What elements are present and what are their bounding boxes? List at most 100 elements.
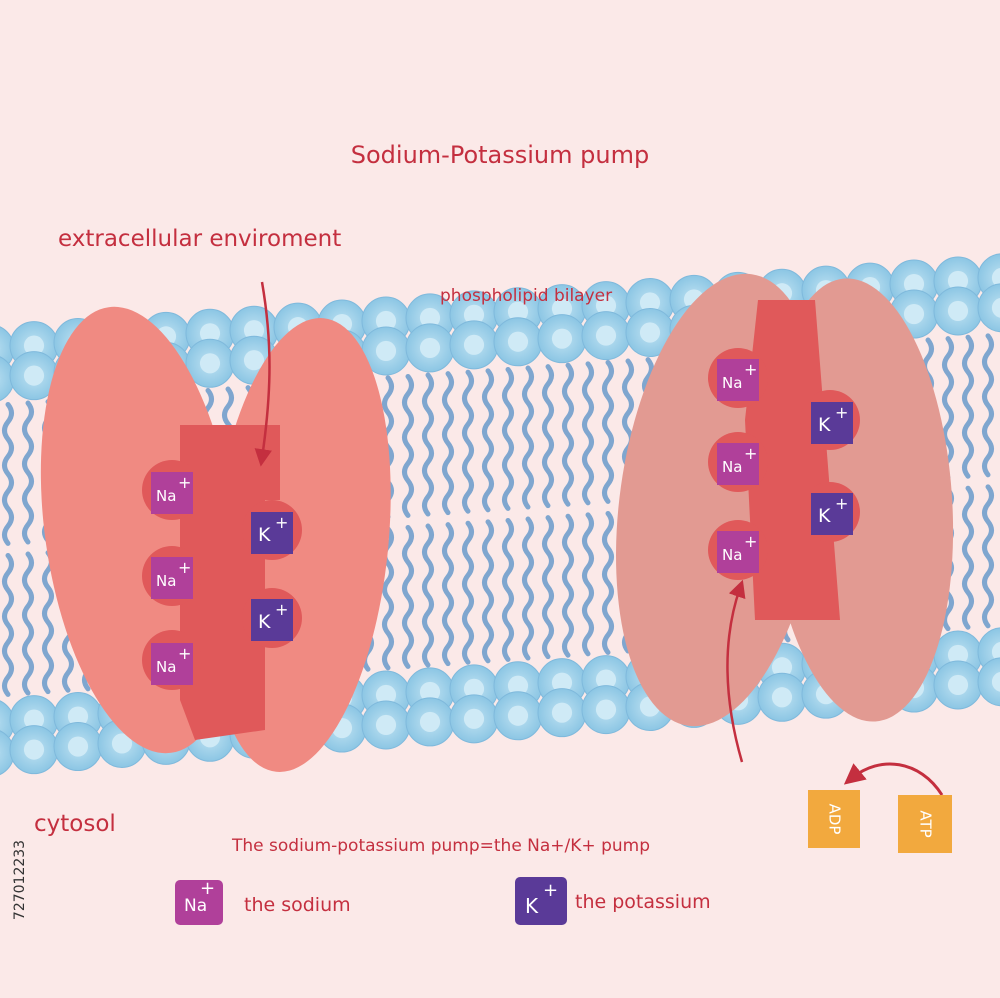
potassium-ion-symbol: K (818, 414, 831, 436)
sodium-ion-box (151, 557, 193, 599)
lipid-tail (22, 400, 34, 545)
extracellular-label: extracellular enviroment (58, 226, 341, 252)
lipid-head-highlight (375, 684, 397, 706)
sodium-ion-marker: Na+ (151, 557, 193, 599)
sodium-ion-box (151, 472, 193, 514)
lipid-head-highlight (463, 304, 485, 325)
sodium-swatch (175, 880, 223, 925)
potassium-ion-marker: K+ (251, 599, 293, 641)
bilayer-label: phospholipid bilayer (440, 286, 612, 306)
lipid-tail (962, 485, 974, 630)
cytosol-label: cytosol (34, 811, 116, 837)
lipid-tail (602, 359, 614, 504)
sodium-ion-box (717, 443, 759, 485)
lipid-head-highlight (419, 681, 441, 702)
lipid-head-highlight (947, 300, 969, 322)
lipid-head-highlight (463, 334, 485, 355)
lipid-head-highlight (991, 297, 1000, 318)
lipid-head-highlight (507, 331, 529, 352)
lipid-head-highlight (375, 310, 397, 332)
lipid-head-highlight (507, 675, 529, 696)
potassium-ion-box (811, 493, 853, 535)
adp-tag: ADP (808, 790, 860, 848)
lipid-tail (22, 551, 34, 696)
legend-sodium-label: the sodium (244, 894, 351, 916)
sodium-ion-symbol: Na (156, 487, 176, 505)
atp-tag: ATP (898, 795, 952, 853)
lipid-tail (542, 515, 554, 660)
lipid-tail (582, 361, 594, 506)
legend-sodium: Na + the sodium (175, 878, 351, 925)
lipid-tail (582, 512, 594, 657)
sodium-ion-charge: + (178, 558, 191, 577)
lipid-head-highlight (243, 320, 265, 341)
potassium-ion-charge: + (275, 513, 288, 532)
lipid-head-highlight (947, 674, 969, 696)
lipid-tail (502, 366, 514, 511)
lipid-head-highlight (595, 699, 617, 720)
sodium-ion-symbol: Na (722, 546, 742, 564)
sodium-ion-marker: Na+ (717, 531, 759, 573)
lipid-head-highlight (595, 325, 617, 346)
sodium-ion-box (717, 359, 759, 401)
lipid-head-highlight (771, 687, 793, 708)
arrow-cytosol-in (726, 579, 746, 763)
lipid-head-highlight (947, 270, 969, 292)
potassium-ion-box (251, 599, 293, 641)
potassium-ion-symbol: K (258, 611, 271, 633)
lipid-head-highlight (243, 350, 265, 371)
lipid-head-highlight (419, 307, 441, 328)
lipid-head-highlight (67, 736, 89, 757)
lipid-head-highlight (419, 337, 441, 358)
lipid-head-highlight (903, 273, 925, 295)
lipid-head-highlight (507, 705, 529, 726)
potassium-ion-charge: + (275, 600, 288, 619)
lipid-head (977, 283, 1000, 333)
potassium-swatch (515, 877, 567, 925)
diagram-title: Sodium-Potassium pump (351, 141, 649, 169)
lipid-tail (402, 524, 414, 669)
potassium-ion-marker: K+ (811, 493, 853, 535)
lipid-head-highlight (551, 298, 573, 319)
lipid-head-highlight (595, 669, 617, 690)
lipid-tail (482, 519, 494, 664)
lipid-head-highlight (991, 671, 1000, 692)
potassium-ion-marker: K+ (251, 512, 293, 554)
lipid-head-highlight (463, 708, 485, 729)
lipid-head-highlight (375, 340, 397, 362)
legend-potassium-label: the potassium (575, 891, 711, 913)
lipid-head-highlight (23, 365, 45, 386)
potassium-ion-symbol: K (258, 524, 271, 546)
lipid-tail (482, 368, 494, 513)
sodium-ion-symbol: Na (722, 374, 742, 392)
arrow-atp-to-adp (843, 762, 944, 796)
lipid-tail (462, 369, 474, 514)
lipid-tail (2, 552, 14, 697)
lipid-tail (462, 520, 474, 665)
adp-label: ADP (826, 804, 844, 835)
sodium-ion-marker: Na+ (717, 443, 759, 485)
lipid-head-highlight (463, 678, 485, 699)
potassium-ion-charge: + (835, 403, 848, 422)
lipid-tail (402, 373, 414, 518)
lipid-tail (42, 550, 54, 695)
legend-potassium-charge: + (543, 880, 558, 901)
lipid-head-highlight (551, 702, 573, 723)
equation-label: The sodium-potassium pump=the Na+/K+ pum… (231, 836, 650, 856)
sodium-ion-symbol: Na (156, 658, 176, 676)
sodium-ion-marker: Na+ (151, 643, 193, 685)
lipid-tail (982, 484, 994, 629)
lipid-head-highlight (199, 323, 221, 344)
lipid-tail (602, 510, 614, 655)
lipid-head-highlight (375, 714, 397, 736)
lipid-head-highlight (991, 267, 1000, 288)
potassium-ion-charge: + (835, 494, 848, 513)
atp-label: ATP (917, 810, 935, 837)
lipid-head-highlight (23, 335, 45, 356)
potassium-ion-marker: K+ (811, 402, 853, 444)
lipid-head-highlight (639, 292, 661, 313)
potassium-ion-box (251, 512, 293, 554)
lipid-tail (522, 516, 534, 661)
channel-right (745, 300, 840, 620)
